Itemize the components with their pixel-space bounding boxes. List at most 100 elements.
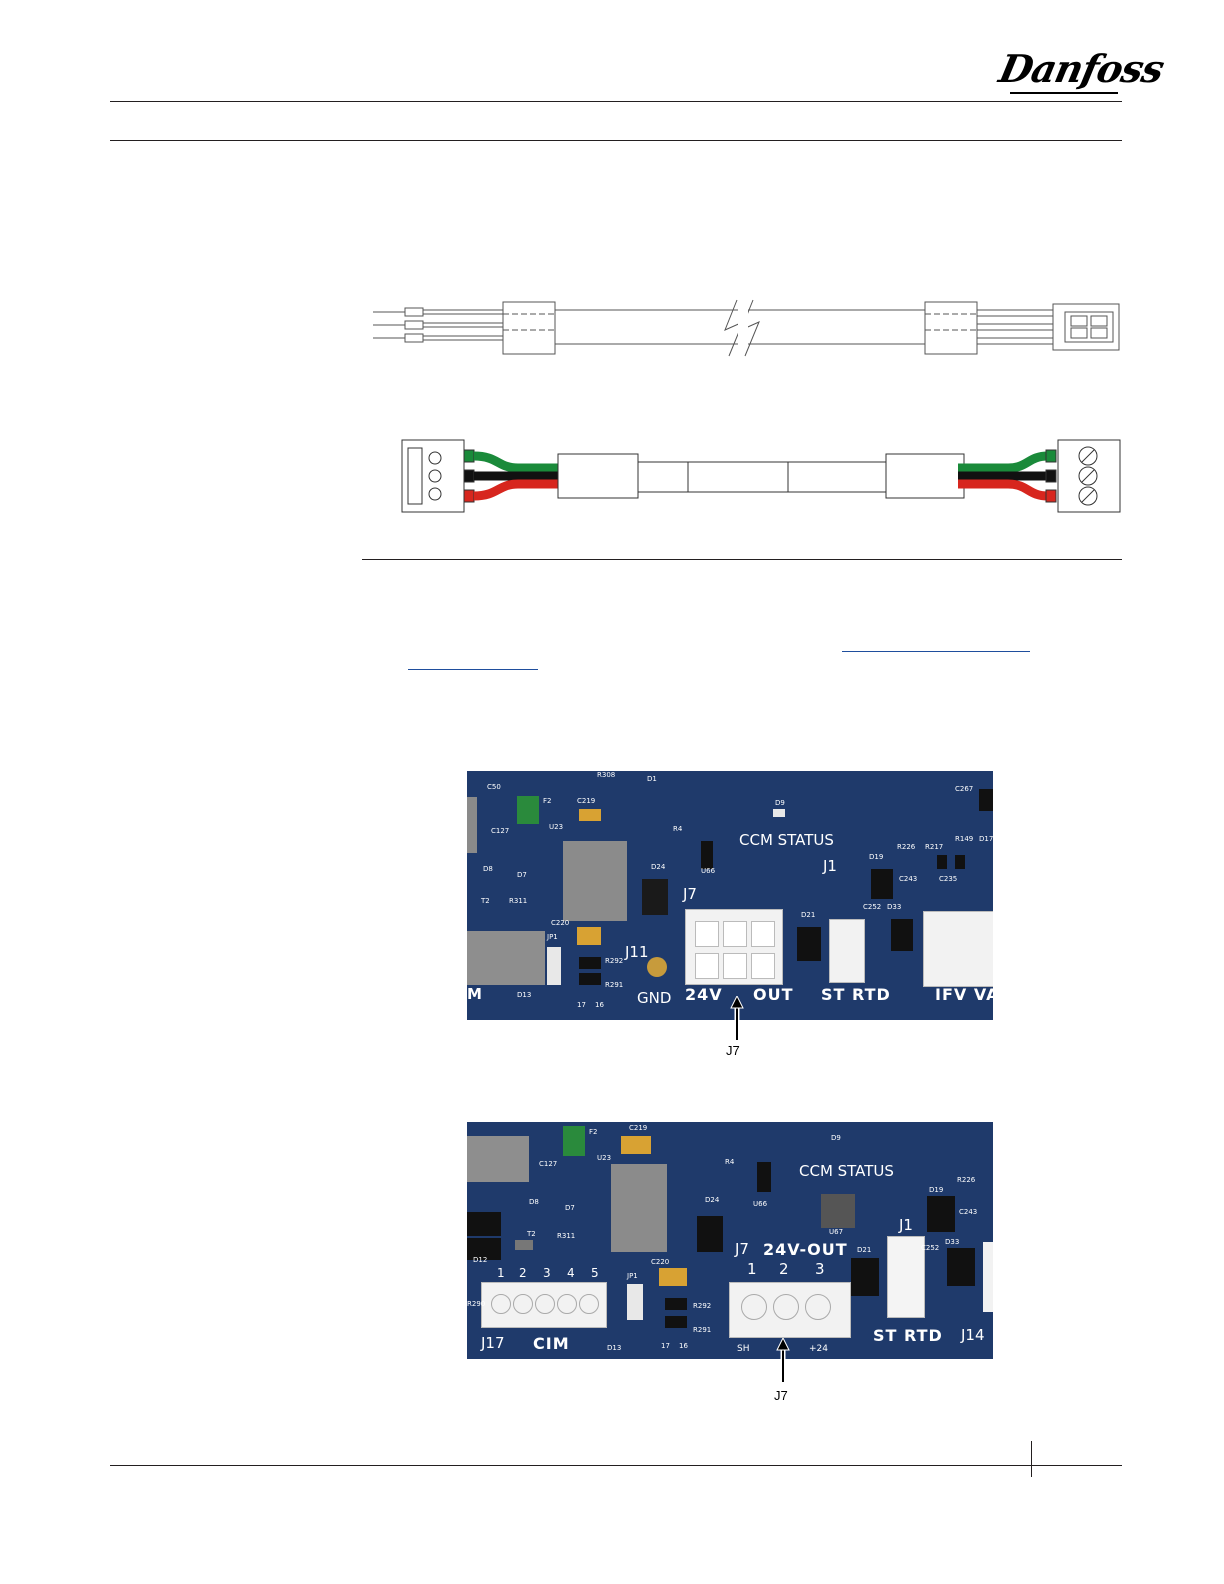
silk-label: U23: [549, 823, 564, 831]
silk-label: D33: [887, 903, 902, 911]
silk-label: D19: [869, 853, 884, 861]
j7-silk-label: J7: [735, 1240, 749, 1258]
j17-label: J17: [481, 1334, 505, 1352]
gnd-label: GND: [637, 989, 672, 1007]
silk-label: R217: [925, 843, 944, 851]
silk-label: 16: [679, 1342, 688, 1350]
component: [927, 1196, 955, 1232]
silk-label: 17: [577, 1001, 586, 1009]
j7-pin-number: 1: [747, 1260, 757, 1278]
plus24-label: +24: [809, 1344, 828, 1354]
j17-pin-number: 1: [497, 1266, 505, 1280]
silk-label: 16: [595, 1001, 604, 1009]
silk-label: D21: [801, 911, 816, 919]
component: [579, 809, 601, 821]
24v-out-label: 24V-OUT: [763, 1240, 848, 1259]
silk-label: R292: [605, 957, 624, 965]
connector-j1: [829, 919, 865, 983]
component: [563, 841, 627, 921]
callout-arrow-bottom: [776, 1338, 790, 1382]
silk-label: R291: [693, 1326, 712, 1334]
silk-label: R149: [955, 835, 974, 843]
cim-label: CIM: [533, 1334, 570, 1353]
silk-label: C219: [629, 1124, 648, 1132]
hyperlink-underline-2[interactable]: [408, 669, 538, 670]
silk-label: D13: [607, 1344, 622, 1352]
silk-label: D7: [565, 1204, 575, 1212]
silk-label: C127: [539, 1160, 558, 1168]
silk-label: U67: [829, 1228, 844, 1236]
component: [757, 1162, 771, 1192]
component: [871, 869, 893, 899]
component: [547, 947, 561, 985]
callout-label-top: J7: [726, 1043, 740, 1058]
out-label: OUT: [753, 985, 794, 1004]
silk-label: C243: [899, 875, 918, 883]
connector-j17-pin: [535, 1294, 555, 1314]
silk-label: F2: [543, 797, 552, 805]
24v-label: 24V: [685, 985, 723, 1004]
component: [577, 927, 601, 945]
component: [515, 1240, 533, 1250]
board-photo-bottom: F2 C219 C127 U23 R4 D9 CCM STATUS U66 U6…: [467, 1122, 993, 1359]
callout-arrow-top: [730, 996, 744, 1040]
ccm-status-label: CCM STATUS: [739, 831, 834, 849]
component: [579, 973, 601, 985]
j1-silk-label: J1: [899, 1216, 913, 1234]
silk-label: U66: [701, 867, 716, 875]
silk-label: M: [467, 985, 482, 1003]
component: [467, 1238, 501, 1260]
connector-j7-pin: [741, 1294, 767, 1320]
j17-pin-number: 2: [519, 1266, 527, 1280]
silk-label: JP1: [547, 933, 558, 941]
st-rtd-label: ST RTD: [873, 1326, 943, 1345]
connector-j7-pin: [805, 1294, 831, 1320]
silk-label: F2: [589, 1128, 598, 1136]
silk-label: U23: [597, 1154, 612, 1162]
component: [467, 931, 545, 985]
component: [891, 919, 913, 951]
silk-label: D7: [517, 871, 527, 879]
hyperlink-underline-1[interactable]: [842, 651, 1030, 652]
connector-j7-cavity: [723, 953, 747, 979]
silk-label: D8: [529, 1198, 539, 1206]
component: [937, 855, 947, 869]
connector-j7-cavity: [751, 953, 775, 979]
component: [665, 1298, 687, 1310]
component: [642, 879, 668, 915]
silk-label: C220: [651, 1258, 670, 1266]
silk-label: D1: [647, 775, 657, 783]
component: [665, 1316, 687, 1328]
page-number-divider: [1031, 1441, 1032, 1477]
silk-label: U66: [753, 1200, 768, 1208]
silk-label: C127: [491, 827, 510, 835]
silk-label: R226: [957, 1176, 976, 1184]
component: [773, 809, 785, 817]
ifv-label: IFV VA: [935, 985, 993, 1004]
silk-label: D8: [483, 865, 493, 873]
silk-label: 17: [661, 1342, 670, 1350]
st-rtd-label: ST RTD: [821, 985, 891, 1004]
component: [955, 855, 965, 869]
j17-pin-number: 4: [567, 1266, 575, 1280]
component: [563, 1126, 585, 1156]
connector-j17-pin: [579, 1294, 599, 1314]
connector-j17-pin: [491, 1294, 511, 1314]
component: [659, 1268, 687, 1286]
silk-label: C243: [959, 1208, 978, 1216]
silk-label: C235: [939, 875, 958, 883]
connector-j17-pin: [513, 1294, 533, 1314]
silk-label: R4: [725, 1158, 735, 1166]
sh-label: SH: [737, 1344, 750, 1354]
callout-label-bottom: J7: [774, 1388, 788, 1403]
cable-drawing-2: [401, 439, 1121, 513]
silk-label: R226: [897, 843, 916, 851]
j7-pin-number: 2: [779, 1260, 789, 1278]
connector-j7-cavity: [695, 953, 719, 979]
silk-label: R311: [557, 1232, 576, 1240]
connector-ifv: [923, 911, 993, 987]
j17-pin-number: 5: [591, 1266, 599, 1280]
component: [983, 1242, 993, 1312]
silk-label: D9: [831, 1134, 841, 1142]
silk-label: R4: [673, 825, 683, 833]
